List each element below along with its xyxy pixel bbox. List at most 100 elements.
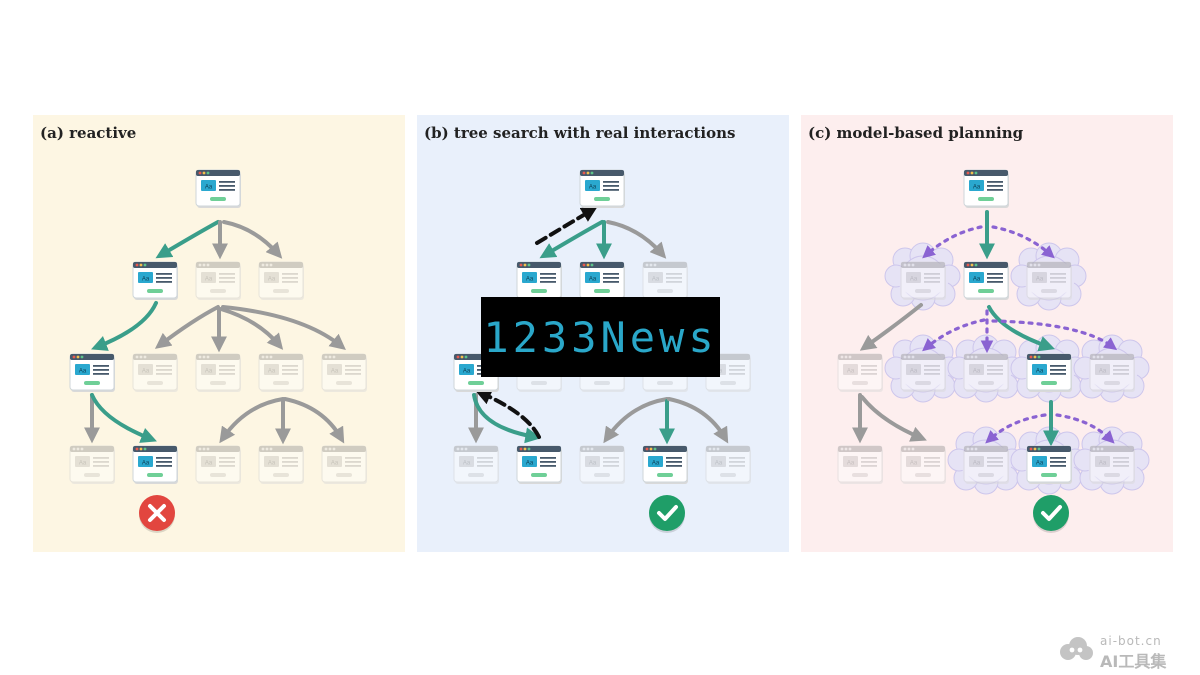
arrow-imagined: [991, 319, 1118, 351]
panel-title-tree-search: (b) tree search with real interactions: [424, 124, 736, 142]
node-label: Aa: [268, 277, 276, 283]
node-label: Aa: [715, 461, 723, 467]
browser-window-faded-icon: Aa: [258, 261, 304, 300]
node-label: Aa: [526, 461, 534, 467]
corner-logo-domain: ai-bot.cn: [1100, 634, 1162, 648]
browser-window-icon: Aa: [69, 353, 115, 392]
node-label: Aa: [1036, 369, 1044, 375]
arrow-unselected: [667, 397, 729, 444]
arrow-unselected: [222, 220, 283, 259]
browser-window-faded-icon: Aa: [1089, 445, 1135, 484]
node-label: Aa: [589, 461, 597, 467]
arrow-imagined: [985, 413, 1047, 444]
node-label: Aa: [973, 461, 981, 467]
browser-window-icon: Aa: [516, 261, 562, 300]
node-label: Aa: [973, 277, 981, 283]
arrow-backtrack: [535, 206, 598, 245]
panel-title-reactive: (a) reactive: [40, 124, 137, 142]
browser-window-faded-icon: Aa: [963, 353, 1009, 392]
node-label: Aa: [910, 461, 918, 467]
node-label: Aa: [526, 277, 534, 283]
node-label: Aa: [205, 277, 213, 283]
browser-window-faded-icon: Aa: [837, 445, 883, 484]
panel-title-model-based: (c) model-based planning: [808, 124, 1024, 142]
node-label: Aa: [205, 185, 213, 191]
node-label: Aa: [268, 369, 276, 375]
browser-window-icon: Aa: [579, 169, 625, 208]
imagined-state-cloud: [1073, 334, 1150, 403]
node-label: Aa: [79, 461, 87, 467]
arrow-unselected: [860, 395, 927, 442]
node-label: Aa: [847, 369, 855, 375]
node-label: Aa: [847, 461, 855, 467]
check-circle-icon: [649, 495, 685, 533]
browser-window-faded-icon: Aa: [642, 261, 688, 300]
arrow-unselected: [219, 307, 284, 350]
browser-window-icon: Aa: [132, 445, 178, 484]
arrow-unselected: [603, 397, 669, 444]
arrow-selected: [539, 220, 604, 259]
node-label: Aa: [268, 461, 276, 467]
browser-window-icon: Aa: [1026, 353, 1072, 392]
browser-window-faded-icon: Aa: [132, 353, 178, 392]
browser-window-faded-icon: Aa: [258, 353, 304, 392]
browser-window-faded-icon: Aa: [900, 445, 946, 484]
browser-window-faded-icon: Aa: [69, 445, 115, 484]
node-label: Aa: [1036, 461, 1044, 467]
watermark-banner: 1233News: [481, 297, 720, 377]
node-label: Aa: [142, 277, 150, 283]
browser-window-faded-icon: Aa: [453, 445, 499, 484]
browser-window-faded-icon: Aa: [258, 445, 304, 484]
arrow-selected: [91, 301, 158, 351]
node-label: Aa: [142, 461, 150, 467]
browser-window-faded-icon: Aa: [321, 445, 367, 484]
node-label: Aa: [331, 369, 339, 375]
node-label: Aa: [589, 185, 597, 191]
node-label: Aa: [1036, 277, 1044, 283]
browser-window-icon: Aa: [642, 445, 688, 484]
browser-window-faded-icon: Aa: [579, 445, 625, 484]
corner-logo: ai-bot.cn AI工具集: [1058, 630, 1188, 671]
browser-window-faded-icon: Aa: [900, 261, 946, 300]
browser-window-faded-icon: Aa: [963, 445, 1009, 484]
browser-window-icon: Aa: [195, 169, 241, 208]
node-label: Aa: [142, 369, 150, 375]
browser-window-faded-icon: Aa: [1026, 261, 1072, 300]
corner-logo-name: AI工具集: [1100, 652, 1167, 671]
arrow-unselected: [221, 305, 346, 351]
browser-window-faded-icon: Aa: [321, 353, 367, 392]
browser-window-icon: Aa: [1026, 445, 1072, 484]
node-label: Aa: [910, 369, 918, 375]
browser-window-icon: Aa: [579, 261, 625, 300]
arrow-backtrack: [475, 389, 541, 439]
node-label: Aa: [910, 277, 918, 283]
node-label: Aa: [652, 461, 660, 467]
imagined-state-cloud: [1010, 242, 1087, 311]
arrow-unselected: [606, 220, 667, 259]
browser-window-icon: Aa: [132, 261, 178, 300]
browser-window-icon: Aa: [963, 261, 1009, 300]
browser-window-icon: Aa: [963, 169, 1009, 208]
arrow-unselected: [219, 397, 285, 444]
node-label: Aa: [1099, 369, 1107, 375]
node-label: Aa: [205, 369, 213, 375]
browser-window-faded-icon: Aa: [1089, 353, 1135, 392]
arrow-selected: [155, 220, 220, 259]
browser-window-faded-icon: Aa: [705, 445, 751, 484]
browser-window-faded-icon: Aa: [837, 353, 883, 392]
node-label: Aa: [463, 369, 471, 375]
node-label: Aa: [1099, 461, 1107, 467]
browser-window-icon: Aa: [516, 445, 562, 484]
check-circle-icon: [1033, 495, 1069, 533]
arrow-selected: [90, 393, 157, 443]
arrow-unselected: [154, 305, 220, 349]
arrow-selected: [987, 305, 1056, 352]
x-circle-icon: [139, 495, 175, 533]
imagined-state-cloud: [884, 242, 961, 311]
node-label: Aa: [652, 277, 660, 283]
arrow-unselected: [859, 303, 923, 351]
